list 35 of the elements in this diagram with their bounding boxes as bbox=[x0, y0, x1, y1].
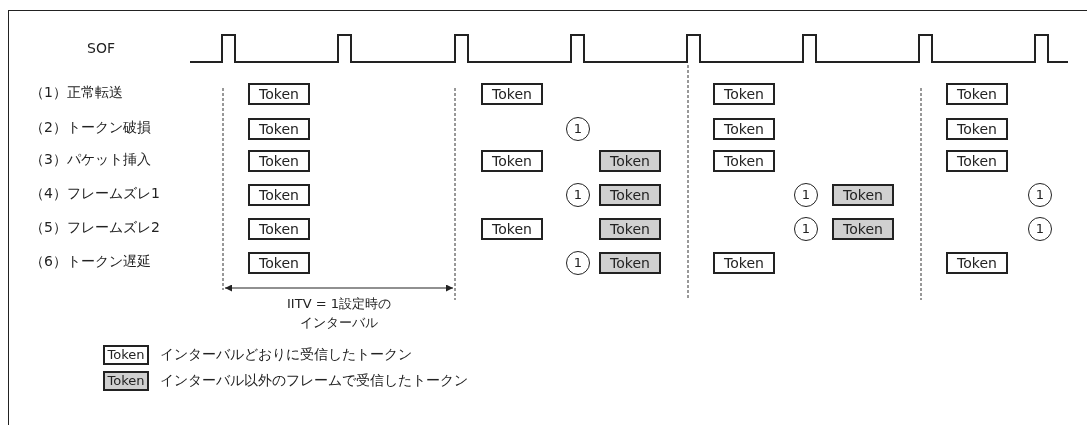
token-box: Token bbox=[713, 252, 775, 274]
token-box: Token bbox=[713, 118, 775, 140]
token-box: Token bbox=[248, 218, 310, 240]
row-label: （6）トークン遅延 bbox=[30, 253, 151, 271]
row-label: （2）トークン破損 bbox=[30, 119, 151, 137]
token-box: Token bbox=[248, 184, 310, 206]
token-box: Token bbox=[946, 252, 1008, 274]
token-box: Token bbox=[713, 83, 775, 105]
legend-swatch: Token bbox=[103, 345, 149, 365]
row-label: （3）パケット挿入 bbox=[30, 151, 151, 169]
token-box: Token bbox=[248, 150, 310, 172]
token-box: Token bbox=[248, 118, 310, 140]
signal-name: SOF bbox=[87, 40, 115, 56]
token-box: Token bbox=[481, 218, 543, 240]
token-box: Token bbox=[599, 184, 661, 206]
token-box: Token bbox=[946, 150, 1008, 172]
token-box: Token bbox=[832, 218, 894, 240]
token-box: Token bbox=[713, 150, 775, 172]
dimension-label: IITV = 1設定時のインターバル bbox=[286, 295, 392, 332]
token-box: Token bbox=[248, 83, 310, 105]
token-box: Token bbox=[599, 252, 661, 274]
legend-swatch: Token bbox=[103, 371, 149, 391]
legend-text: インターバル以外のフレームで受信したトークン bbox=[160, 372, 468, 390]
token-box: Token bbox=[832, 184, 894, 206]
row-label: （1）正常転送 bbox=[30, 84, 123, 102]
row-label: （5）フレームズレ2 bbox=[30, 219, 160, 237]
token-box: Token bbox=[946, 118, 1008, 140]
token-box: Token bbox=[946, 83, 1008, 105]
row-label: （4）フレームズレ1 bbox=[30, 185, 160, 203]
token-box: Token bbox=[481, 150, 543, 172]
token-box: Token bbox=[481, 83, 543, 105]
token-box: Token bbox=[599, 150, 661, 172]
token-box: Token bbox=[599, 218, 661, 240]
legend-text: インターバルどおりに受信したトークン bbox=[160, 346, 412, 364]
token-box: Token bbox=[248, 252, 310, 274]
